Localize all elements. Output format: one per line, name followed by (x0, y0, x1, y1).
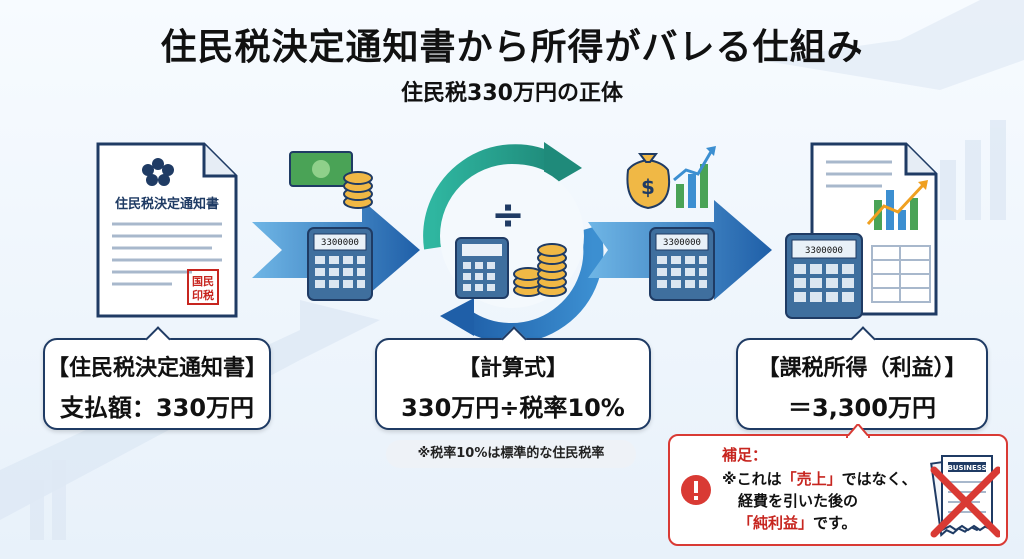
supplement-heading: 補足： (722, 446, 768, 464)
crossed-receipt-icon: BUSINESS (930, 455, 1000, 538)
svg-text:3300000: 3300000 (663, 238, 701, 248)
svg-text:印税: 印税 (192, 288, 214, 302)
supplement-pointer (846, 424, 870, 438)
svg-text:BUSINESS: BUSINESS (947, 464, 986, 472)
box-tax-notice-value: 支払額：330万円 (59, 394, 255, 422)
box-tax-notice: 【住民税決定通知書】 支払額：330万円 (43, 326, 271, 430)
seal-stamp (187, 269, 219, 305)
tax-notice-document: 住民税決定通知書 国民 印税 (96, 142, 238, 318)
tax-rate-note: ※税率10%は標準的な住民税率 (386, 440, 636, 468)
document-label: 住民税決定通知書 (115, 196, 219, 212)
income-report-icon: 3300000 (785, 142, 938, 319)
page-subtitle: 住民税330万円の正体 (401, 81, 623, 106)
division-icon: ÷ (491, 192, 525, 238)
cash-coins-icon (289, 151, 373, 209)
box-income-value: ＝3,300万円 (788, 394, 936, 422)
box-formula-title: 【計算式】 (457, 356, 568, 381)
svg-text:$: $ (641, 175, 655, 199)
emblem-icon (142, 158, 174, 186)
calculation-cycle: ÷ (423, 142, 604, 343)
alert-icon (681, 475, 711, 505)
calculator-icon: 3300000 (649, 227, 715, 301)
svg-text:国民: 国民 (192, 275, 214, 288)
svg-text:3300000: 3300000 (805, 246, 843, 256)
box-income-title: 【課税所得（利益）】 (757, 356, 967, 381)
calculator-icon: 3300000 (307, 227, 373, 301)
moneybag-chart-icon: $ (626, 146, 716, 210)
box-tax-notice-title: 【住民税決定通知書】 (46, 356, 267, 381)
supplement-text: ※これは「売上」ではなく、 経費を引いた後の 「純利益」です。 (722, 470, 917, 532)
box-formula-value: 330万円÷税率10% (401, 394, 625, 422)
svg-text:3300000: 3300000 (321, 238, 359, 248)
supplement-box: 補足： ※これは「売上」ではなく、 経費を引いた後の 「純利益」です。 BUSI… (668, 424, 1008, 546)
box-taxable-income: 【課税所得（利益）】 ＝3,300万円 (736, 326, 988, 430)
page-title: 住民税決定通知書から所得がバレる仕組み (160, 27, 864, 68)
box-formula: 【計算式】 330万円÷税率10% (375, 326, 651, 430)
